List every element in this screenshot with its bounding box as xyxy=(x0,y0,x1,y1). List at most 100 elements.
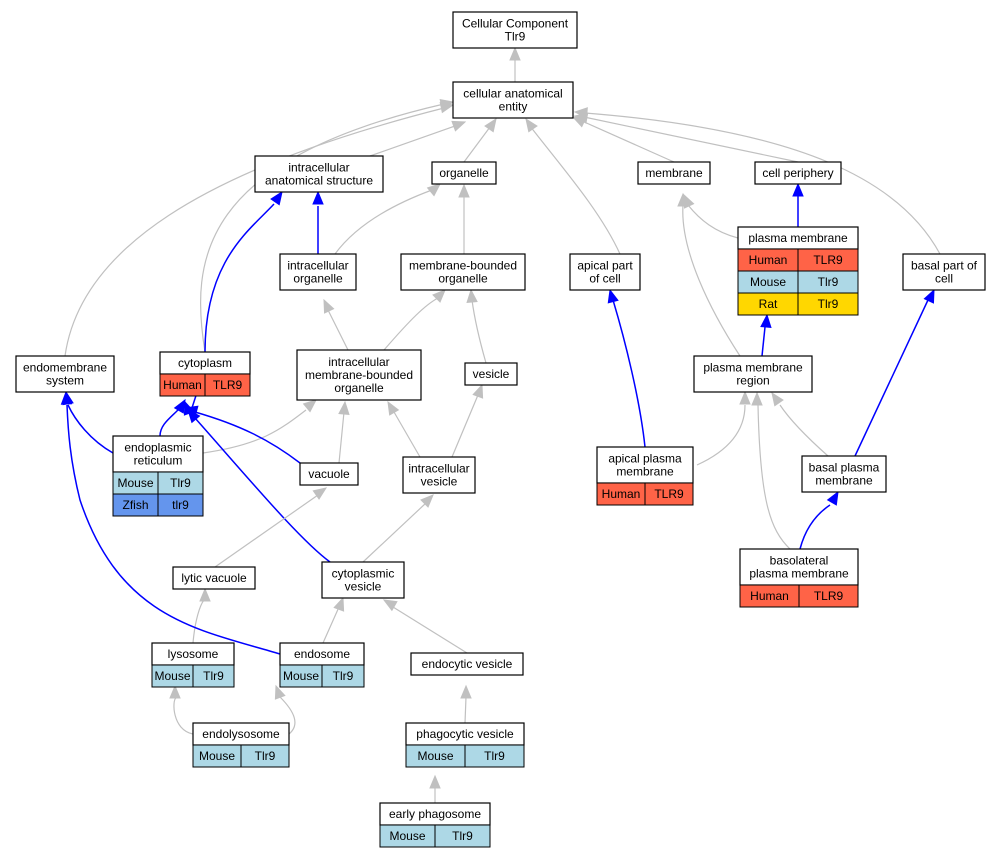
edge-line xyxy=(66,404,281,655)
node-label: apical plasma xyxy=(608,452,682,466)
node-label: plasma membrane xyxy=(748,231,848,245)
edge-part-of xyxy=(799,490,839,550)
edge-part-of xyxy=(792,182,804,227)
go-term-node-endocytic[interactable]: endocytic vesicle xyxy=(410,652,524,676)
edge-line xyxy=(392,606,468,654)
node-label: organelle xyxy=(438,272,488,286)
edge-is-a xyxy=(696,390,751,466)
arrowhead-icon xyxy=(484,117,497,133)
node-label: membrane xyxy=(616,465,674,479)
edge-part-of xyxy=(187,409,331,563)
go-term-node-vacuole[interactable]: vacuole xyxy=(299,462,359,486)
species-label: Human xyxy=(750,589,789,603)
go-term-node-organelle[interactable]: organelle xyxy=(431,161,497,185)
node-box xyxy=(15,355,115,393)
edge-is-a xyxy=(192,587,211,644)
edge-is-a xyxy=(362,494,434,563)
edge-is-a xyxy=(334,183,441,255)
edge-is-a xyxy=(573,112,799,163)
edge-line xyxy=(322,606,340,644)
node-label: endosome xyxy=(294,647,350,661)
arrowhead-icon xyxy=(429,774,441,789)
gene-label: TLR9 xyxy=(813,253,843,267)
node-box xyxy=(254,155,384,193)
graph-edges xyxy=(60,46,941,803)
species-label: Mouse xyxy=(117,476,153,490)
edge-line xyxy=(682,204,741,357)
arrowhead-icon xyxy=(573,107,588,119)
arrowhead-icon xyxy=(760,313,772,328)
node-label: membrane-bounded xyxy=(409,259,517,273)
node-box xyxy=(400,253,526,291)
gene-label: Tlr9 xyxy=(484,749,505,763)
node-label: organelle xyxy=(334,381,384,395)
gene-cell xyxy=(240,744,290,768)
node-label: cytoplasm xyxy=(178,356,232,370)
gene-cell xyxy=(321,664,365,688)
edge-line xyxy=(327,309,349,351)
edge-line xyxy=(334,189,433,255)
edge-line xyxy=(687,204,739,239)
go-term-node-membrane[interactable]: membrane xyxy=(637,161,711,185)
edge-line xyxy=(64,107,445,357)
edge-line xyxy=(583,116,799,163)
edge-is-a xyxy=(451,383,484,458)
node-label: plasma membrane xyxy=(703,361,803,375)
edge-is-a xyxy=(509,46,521,82)
edge-line xyxy=(393,411,421,458)
edge-line xyxy=(204,203,275,353)
arrowhead-icon xyxy=(460,684,472,699)
arrowhead-icon xyxy=(607,288,619,304)
edge-line xyxy=(779,404,829,457)
gene-cell xyxy=(464,744,525,768)
edge-part-of xyxy=(854,288,935,457)
node-label: cell periphery xyxy=(762,166,833,180)
edge-line xyxy=(463,126,491,163)
edge-is-a xyxy=(460,684,472,724)
edge-line xyxy=(194,411,301,464)
node-label: Cellular Component xyxy=(462,17,569,31)
node-label: membrane-bounded xyxy=(305,368,413,382)
arrowhead-icon xyxy=(677,192,689,207)
edge-part-of xyxy=(312,190,324,254)
go-term-node-vesicle[interactable]: vesicle xyxy=(464,362,518,386)
gene-label: TLR9 xyxy=(654,487,684,501)
arrowhead-icon xyxy=(509,46,521,61)
edge-line xyxy=(464,696,467,724)
node-label: organelle xyxy=(293,272,343,286)
node-box xyxy=(693,355,813,393)
edge-line xyxy=(192,599,205,644)
node-label: membrane xyxy=(815,474,873,488)
go-term-node-lytic[interactable]: lytic vacuole xyxy=(172,566,256,590)
arrowhead-icon xyxy=(338,400,350,415)
node-box xyxy=(902,253,986,291)
go-term-node-cellper[interactable]: cell periphery xyxy=(754,161,842,185)
